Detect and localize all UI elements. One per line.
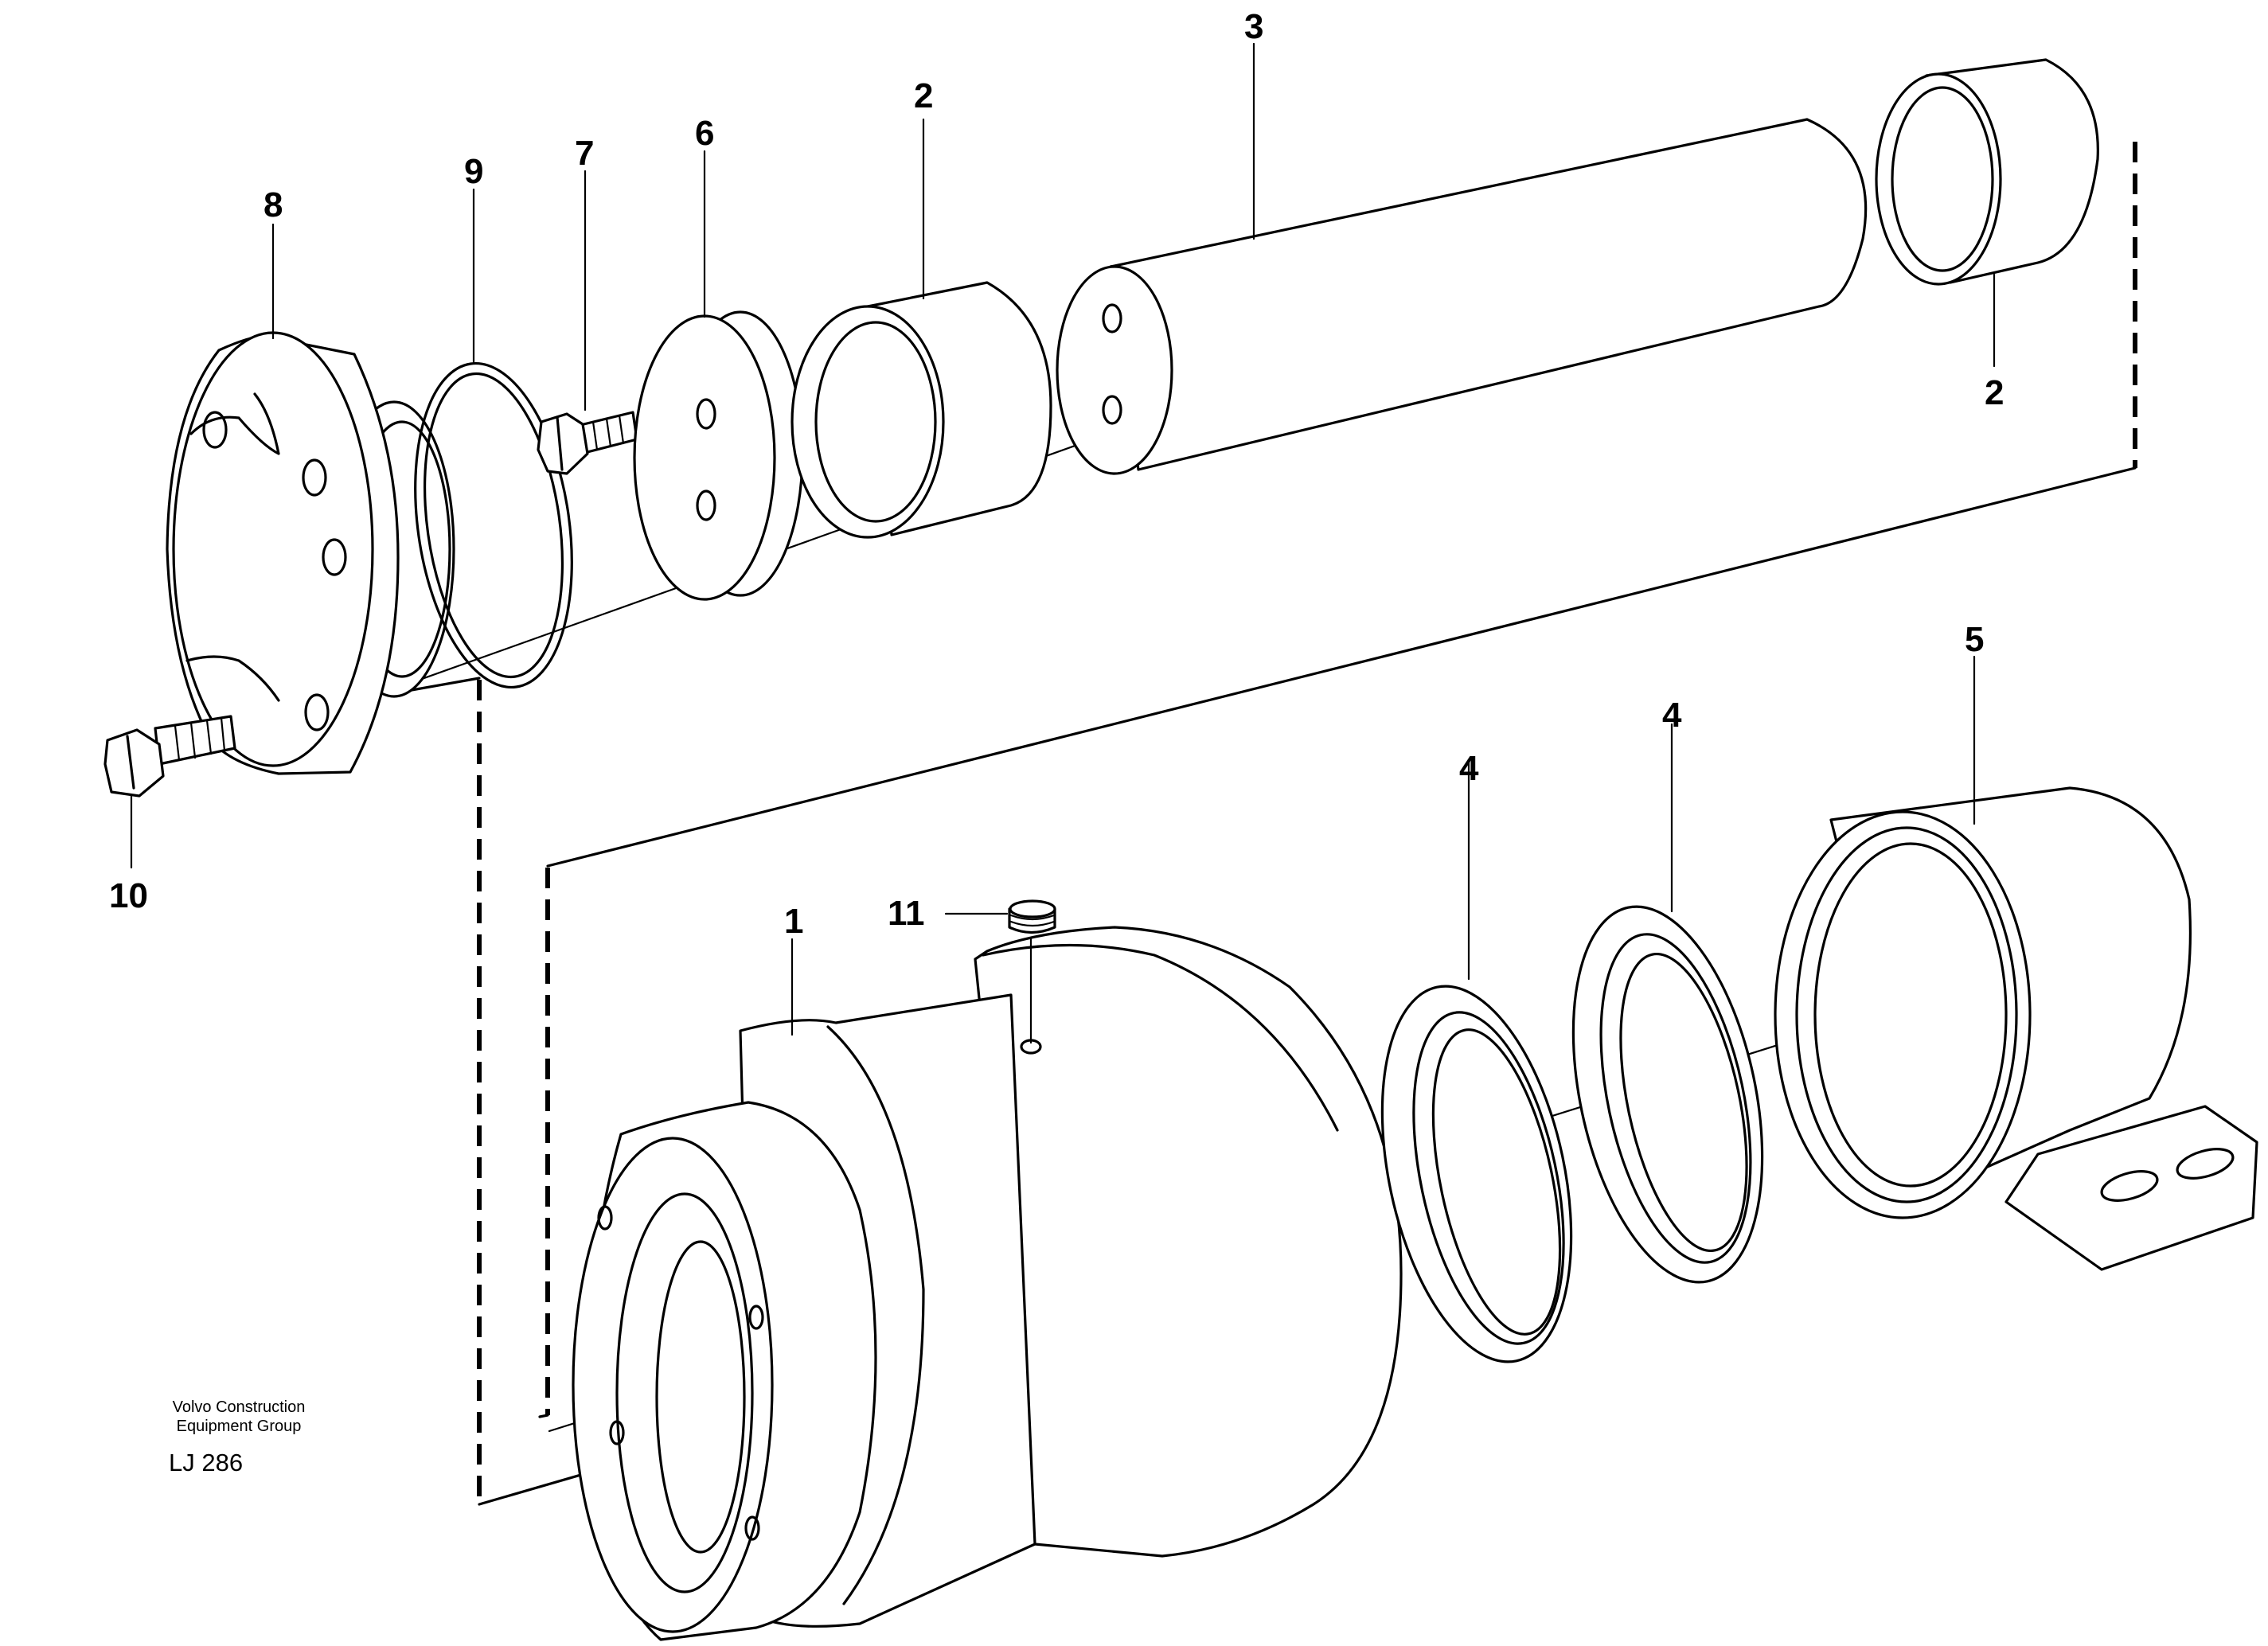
- part-7-bolt: [537, 411, 638, 475]
- part-4-seal-left: [1380, 985, 1573, 1363]
- callout-1: 1: [784, 902, 803, 941]
- part-11-plug: [1008, 899, 1056, 1044]
- callout-2-left: 2: [914, 76, 933, 115]
- callout-leaders: [271, 42, 1996, 1036]
- callout-3: 3: [1244, 7, 1263, 46]
- part-8-flange-cover: [166, 331, 455, 775]
- part-5-bracket: [1774, 786, 2258, 1271]
- callout-4-right: 4: [1662, 696, 1682, 735]
- part-2-bushing-left: [790, 281, 1052, 539]
- part-6-washer-plate: [633, 310, 804, 601]
- part-2-bushing-right: [1875, 58, 2099, 286]
- dashed-assembly-path: [396, 142, 2137, 1506]
- part-10-bolt: [103, 715, 236, 869]
- callout-2-right: 2: [1985, 373, 2004, 412]
- callout-5: 5: [1965, 620, 1984, 659]
- callout-6: 6: [695, 114, 714, 153]
- callout-10: 10: [109, 876, 148, 915]
- callout-7: 7: [575, 134, 594, 173]
- credit-line-1: Volvo Construction: [172, 1398, 306, 1416]
- part-1-roller-body: [572, 926, 1403, 1641]
- publisher-credit: Volvo Construction Equipment Group: [119, 1398, 358, 1436]
- callout-labels: 1 2 2 3 4 4 5 6 7 8 9 10 11: [109, 7, 2004, 941]
- callout-8: 8: [263, 185, 283, 224]
- drawing-number: LJ 286: [169, 1449, 244, 1476]
- part-9-o-ring: [414, 361, 573, 689]
- part-4-seal-right: [1571, 905, 1764, 1284]
- callout-11: 11: [888, 894, 925, 933]
- credit-line-2: Equipment Group: [176, 1418, 302, 1435]
- callout-9: 9: [464, 152, 483, 191]
- callout-4-left: 4: [1459, 749, 1479, 788]
- part-3-shaft: [1056, 118, 1868, 475]
